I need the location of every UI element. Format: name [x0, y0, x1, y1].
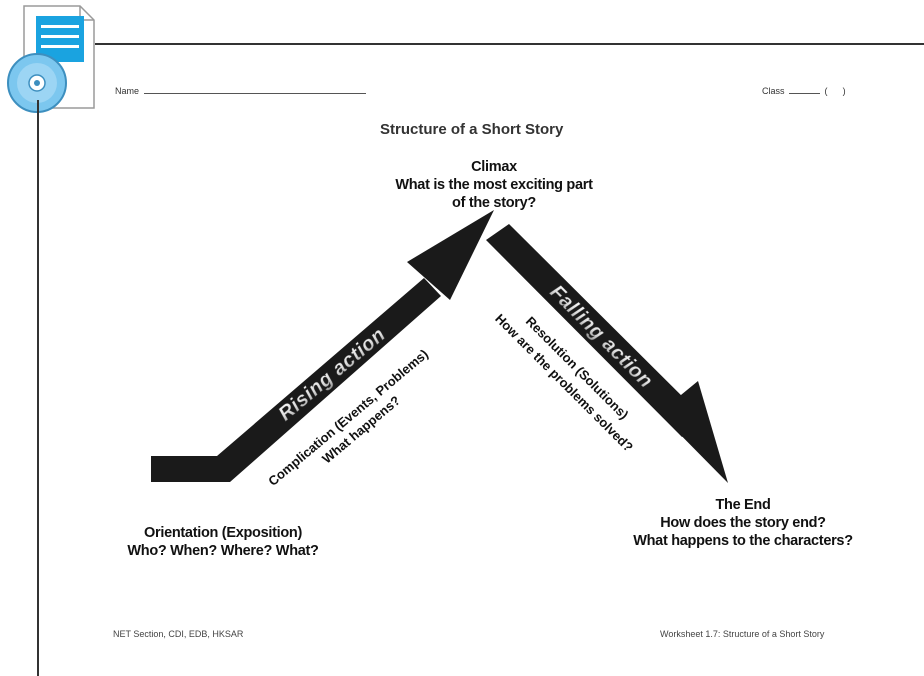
footer-worksheet-title: Worksheet 1.7: Structure of a Short Stor… [660, 629, 825, 639]
class-paren-close: ) [842, 86, 846, 96]
rising-action-arrow-head [407, 210, 494, 300]
page-title: Structure of a Short Story [380, 121, 564, 138]
climax-line-1: What is the most exciting part [395, 177, 593, 193]
climax-line-2: of the story? [452, 195, 536, 211]
the-end-line-2: What happens to the characters? [633, 533, 853, 549]
falling-action-arrow-head [659, 381, 728, 483]
name-blank-line[interactable] [143, 84, 366, 94]
orientation-line-1: Orientation (Exposition) [144, 525, 302, 541]
climax-heading: Climax [471, 159, 517, 175]
class-blank-line[interactable] [789, 84, 821, 94]
the-end-heading: The End [715, 497, 771, 513]
name-field[interactable]: Name [115, 84, 366, 96]
climax-label: Climax What is the most exciting part of… [374, 158, 614, 212]
header-rule [95, 43, 924, 45]
cd-disc-icon [7, 53, 67, 113]
falling-action-arrow-shaft [486, 224, 705, 437]
class-label: Class [762, 86, 785, 96]
class-paren-open: ( [824, 86, 828, 96]
rising-action-arrow-shaft [151, 278, 441, 482]
the-end-line-1: How does the story end? [660, 515, 826, 531]
orientation-line-2: Who? When? Where? What? [127, 543, 319, 559]
the-end-label: The End How does the story end? What hap… [628, 496, 858, 550]
class-field[interactable]: Class ( ) [762, 84, 846, 96]
margin-rule [37, 100, 39, 676]
name-label: Name [115, 86, 140, 96]
orientation-label: Orientation (Exposition) Who? When? Wher… [108, 524, 338, 560]
footer-source: NET Section, CDI, EDB, HKSAR [113, 629, 244, 639]
